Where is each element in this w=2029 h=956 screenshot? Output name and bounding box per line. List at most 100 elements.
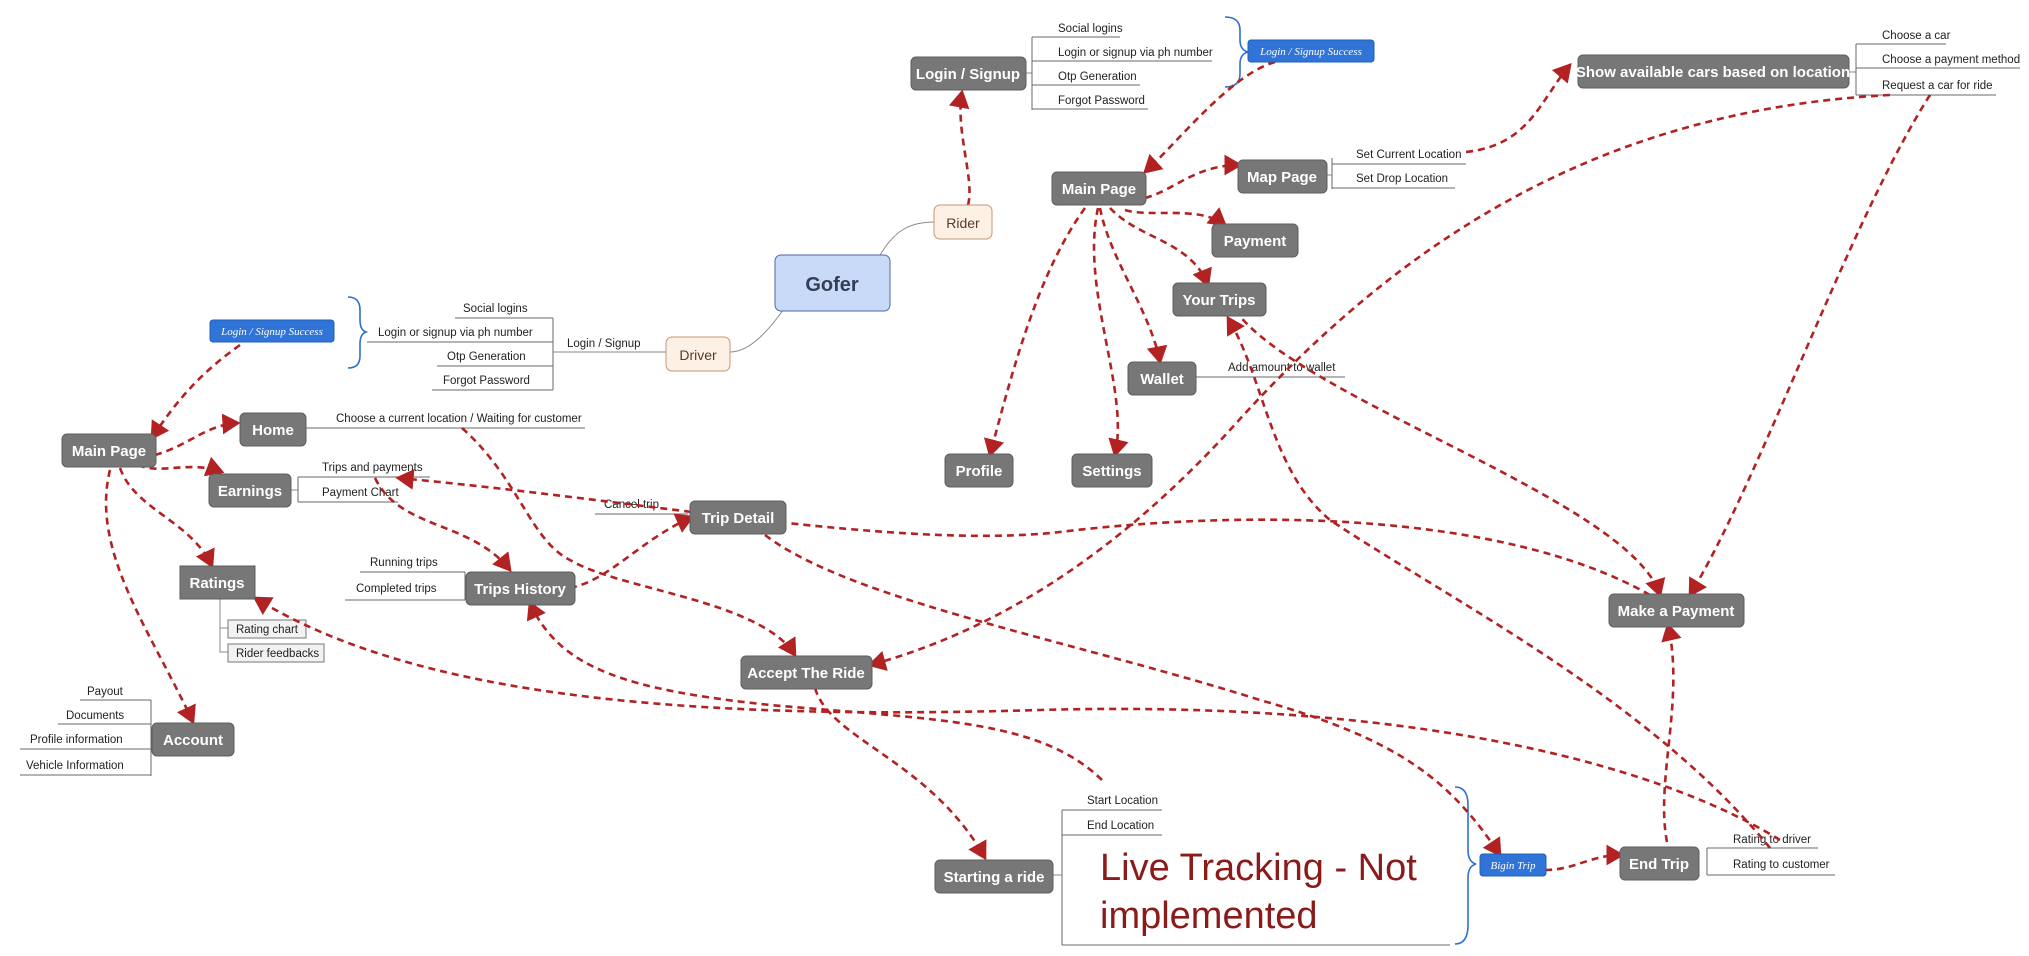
wallet-option-add: Add amount to wallet bbox=[1228, 362, 1336, 374]
profile-label: Profile bbox=[956, 463, 1003, 480]
payment-node[interactable]: Payment bbox=[1211, 223, 1299, 258]
rider-login-success-badge[interactable]: Login / Signup Success bbox=[1247, 39, 1375, 63]
trip-detail-label: Trip Detail bbox=[702, 510, 775, 527]
rider-login-otp: Otp Generation bbox=[1058, 71, 1137, 83]
earnings-option-chart: Payment Chart bbox=[322, 487, 400, 499]
account-node[interactable]: Account bbox=[151, 722, 235, 757]
accept-ride-node[interactable]: Accept The Ride bbox=[740, 655, 873, 690]
ratings-label: Ratings bbox=[189, 575, 244, 592]
braces bbox=[347, 16, 1477, 945]
end-trip-label: End Trip bbox=[1629, 856, 1689, 873]
ride-option-end: End Location bbox=[1087, 820, 1154, 832]
your-trips-node[interactable]: Your Trips bbox=[1172, 282, 1267, 317]
driver-login-phone: Login or signup via ph number bbox=[378, 327, 533, 339]
earnings-label: Earnings bbox=[218, 483, 282, 500]
account-option-documents: Documents bbox=[66, 710, 124, 722]
trips-option-running: Running trips bbox=[370, 557, 438, 569]
account-option-vehicle: Vehicle Information bbox=[26, 760, 124, 772]
driver-login-otp: Otp Generation bbox=[447, 351, 526, 363]
car-option-choose-car: Choose a car bbox=[1882, 30, 1951, 42]
root-label: Gofer bbox=[805, 274, 859, 296]
trips-options: Running trips Completed trips bbox=[345, 557, 466, 601]
rider-login-node[interactable]: Login / Signup bbox=[910, 56, 1027, 91]
end-trip-node[interactable]: End Trip bbox=[1619, 846, 1700, 881]
settings-label: Settings bbox=[1082, 463, 1141, 480]
map-page-options: Set Current Location Set Drop Location bbox=[1331, 149, 1466, 189]
driver-main-page-node[interactable]: Main Page bbox=[61, 433, 157, 468]
make-payment-node[interactable]: Make a Payment bbox=[1608, 593, 1745, 628]
begin-trip-badge[interactable]: Bigin Trip bbox=[1479, 853, 1547, 877]
home-node[interactable]: Home bbox=[239, 412, 307, 447]
ride-option-start: Start Location bbox=[1087, 795, 1158, 807]
home-label: Home bbox=[252, 422, 294, 439]
starting-ride-node[interactable]: Starting a ride bbox=[934, 859, 1054, 894]
ride-options: Start Location End Location bbox=[1061, 795, 1450, 946]
live-tracking-line1: Live Tracking - Not bbox=[1100, 847, 1417, 889]
earnings-options: Trips and payments Payment Chart bbox=[297, 462, 430, 503]
car-option-request: Request a car for ride bbox=[1882, 80, 1993, 92]
profile-node[interactable]: Profile bbox=[944, 453, 1014, 488]
account-option-profile: Profile information bbox=[30, 734, 123, 746]
map-option-current: Set Current Location bbox=[1356, 149, 1461, 161]
accept-ride-label: Accept The Ride bbox=[747, 665, 865, 682]
map-page-label: Map Page bbox=[1247, 169, 1317, 186]
rider-label: Rider bbox=[946, 215, 980, 231]
ratings-node[interactable]: Ratings bbox=[179, 565, 256, 600]
payment-label: Payment bbox=[1224, 233, 1287, 250]
car-options: Choose a car Choose a payment method Req… bbox=[1855, 30, 2020, 96]
make-payment-label: Make a Payment bbox=[1618, 603, 1735, 620]
ratings-options bbox=[227, 619, 325, 663]
driver-node[interactable]: Driver bbox=[665, 336, 731, 372]
driver-login-label: Login / Signup bbox=[567, 338, 641, 350]
end-trip-options: Rating to driver Rating to customer bbox=[1706, 834, 1835, 876]
home-options: Choose a current location / Waiting for … bbox=[305, 413, 585, 429]
rider-login-social: Social logins bbox=[1058, 23, 1123, 35]
starting-ride-label: Starting a ride bbox=[944, 869, 1045, 886]
driver-label: Driver bbox=[679, 347, 717, 363]
trips-history-node[interactable]: Trips History bbox=[465, 571, 576, 606]
trips-history-label: Trips History bbox=[474, 581, 566, 598]
end-option-rating-customer: Rating to customer bbox=[1733, 859, 1830, 871]
end-option-rating-driver: Rating to driver bbox=[1733, 834, 1811, 846]
driver-login-social: Social logins bbox=[463, 303, 528, 315]
driver-login-success-badge[interactable]: Login / Signup Success bbox=[209, 319, 335, 343]
your-trips-label: Your Trips bbox=[1182, 292, 1255, 309]
driver-login-options: Social logins Login or signup via ph num… bbox=[367, 303, 641, 391]
live-tracking-note: Live Tracking - Not implemented bbox=[1100, 847, 1417, 937]
rider-login-label: Login / Signup bbox=[916, 66, 1020, 83]
account-option-payout: Payout bbox=[87, 686, 124, 698]
wallet-label: Wallet bbox=[1140, 371, 1184, 388]
earnings-node[interactable]: Earnings bbox=[208, 473, 292, 508]
rider-node[interactable]: Rider bbox=[933, 204, 993, 240]
account-options: Payout Documents Profile information Veh… bbox=[20, 686, 152, 776]
rider-login-forgot: Forgot Password bbox=[1058, 95, 1145, 107]
home-option: Choose a current location / Waiting for … bbox=[336, 413, 582, 425]
account-label: Account bbox=[163, 732, 223, 749]
flow-arrows bbox=[104, 60, 1932, 872]
car-option-payment-method: Choose a payment method bbox=[1882, 54, 2020, 66]
map-page-node[interactable]: Map Page bbox=[1237, 159, 1328, 194]
ratings-option-chart: Rating chart bbox=[236, 624, 299, 636]
wallet-options: Add amount to wallet bbox=[1195, 362, 1345, 378]
earnings-option-trips: Trips and payments bbox=[322, 462, 423, 474]
driver-login-forgot: Forgot Password bbox=[443, 375, 530, 387]
rider-login-options: Social logins Login or signup via ph num… bbox=[1031, 23, 1213, 110]
rider-main-page-label: Main Page bbox=[1062, 181, 1136, 198]
live-tracking-line2: implemented bbox=[1100, 895, 1318, 937]
root-node-gofer[interactable]: Gofer bbox=[774, 254, 891, 312]
rider-main-page-node[interactable]: Main Page bbox=[1051, 171, 1147, 206]
wallet-node[interactable]: Wallet bbox=[1127, 361, 1197, 396]
rider-login-success-label: Login / Signup Success bbox=[1259, 46, 1362, 58]
driver-main-page-label: Main Page bbox=[72, 443, 146, 460]
rider-login-phone: Login or signup via ph number bbox=[1058, 47, 1213, 59]
settings-node[interactable]: Settings bbox=[1071, 453, 1153, 488]
begin-trip-label: Bigin Trip bbox=[1491, 860, 1536, 872]
show-cars-label: Show available cars based on location bbox=[1576, 64, 1850, 81]
driver-login-success-label: Login / Signup Success bbox=[220, 326, 323, 338]
trips-option-completed: Completed trips bbox=[356, 583, 437, 595]
ratings-option-feedbacks: Rider feedbacks bbox=[236, 648, 319, 660]
show-cars-node[interactable]: Show available cars based on location bbox=[1576, 54, 1850, 89]
trip-detail-node[interactable]: Trip Detail bbox=[689, 500, 787, 535]
map-option-drop: Set Drop Location bbox=[1356, 173, 1448, 185]
